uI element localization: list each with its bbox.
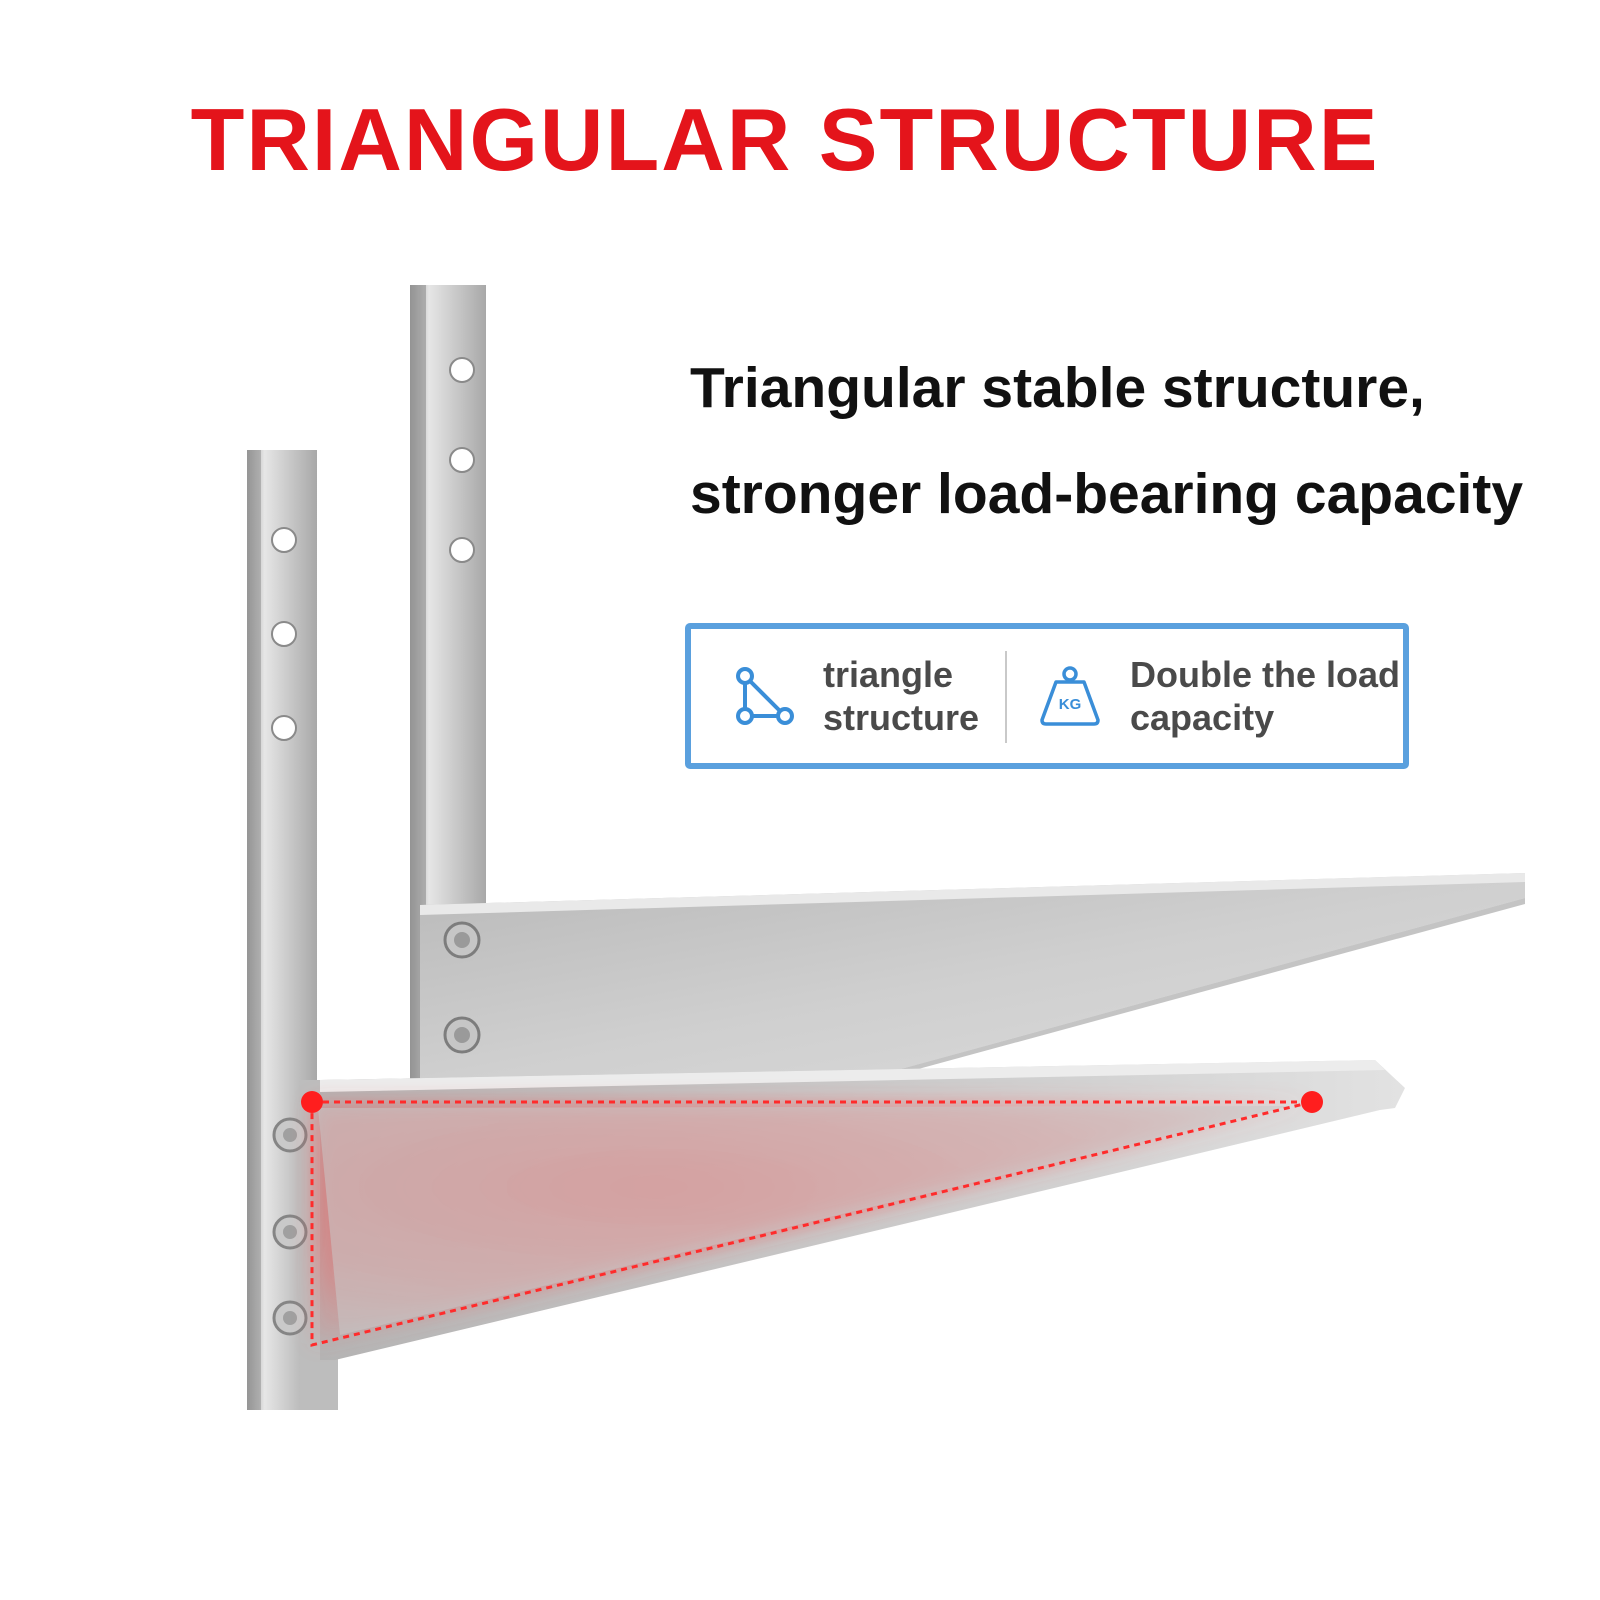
feature-double-load: KG Double the load capacity [1036,629,1406,763]
tagline-line-1: Triangular stable structure, [690,356,1425,420]
kg-weight-icon-text: KG [1059,696,1082,713]
card-divider [1005,651,1007,743]
mount-hole [271,621,297,647]
feature-card: triangle structure KG Double the load ca… [685,623,1409,769]
feature-label: triangle structure [823,653,1031,739]
triangle-highlight [301,1091,1323,1347]
tagline-line-2: stronger load-bearing capacity [690,462,1524,526]
triangle-vertex-dot [1301,1091,1323,1113]
feature-label-line: triangle [823,654,954,695]
triangle-structure-icon [736,667,794,725]
mount-hole [271,527,297,553]
mount-hole [449,357,475,383]
back-bracket-arm [420,873,1525,1080]
mount-hole [449,447,475,473]
back-bracket [410,285,1525,1080]
kg-weight-icon: KG [1040,666,1100,726]
triangle-vertex-dot [301,1091,323,1113]
page-headline: TRIANGULAR STRUCTURE [190,90,1380,189]
mount-hole [449,537,475,563]
mount-hole [271,715,297,741]
feature-label-line: Double the load [1130,654,1400,695]
feature-triangle-structure: triangle structure [731,629,1031,763]
feature-label-line: structure [823,697,980,738]
tagline: Triangular stable structure, stronger lo… [690,335,1590,547]
triangle-dashed-outline [310,1100,1313,1347]
feature-label-line: capacity [1130,697,1275,738]
feature-label: Double the load capacity [1130,653,1400,739]
